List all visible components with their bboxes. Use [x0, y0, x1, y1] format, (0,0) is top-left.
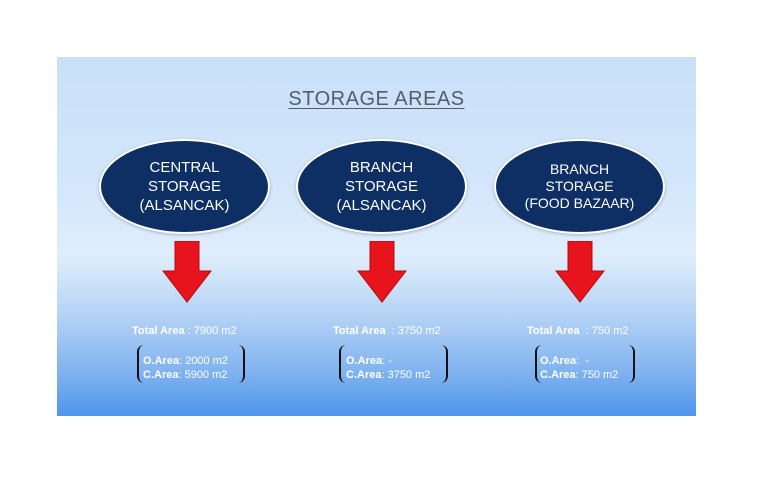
node-line: (ALSANCAK) — [139, 197, 230, 214]
central-area-breakdown: O.Area: 2000 m2 C.Area: 5900 m2 — [143, 354, 228, 382]
slide-canvas: STORAGE AREAS CENTRAL STORAGE (ALSANCAK)… — [57, 57, 696, 416]
arrow-down-icon — [162, 241, 212, 303]
node-line: (FOOD BAZAAR) — [524, 195, 635, 211]
total-area-value: : 3750 m2 — [385, 325, 441, 337]
closed-area-value: : 3750 m2 — [381, 369, 431, 381]
total-area-label: Total Area — [333, 325, 386, 337]
total-area-label: Total Area — [527, 325, 580, 337]
total-area-value: : 750 m2 — [579, 325, 629, 337]
open-area-value: : 2000 m2 — [179, 355, 228, 367]
node-line: STORAGE — [147, 178, 222, 195]
area-bracket — [535, 345, 635, 383]
node-line: STORAGE — [545, 178, 614, 194]
branch-alsancak-total-area: Total Area : 3750 m2 — [333, 325, 441, 337]
branch-alsancak-area-breakdown: O.Area: - C.Area: 3750 m2 — [346, 354, 430, 382]
node-line: (ALSANCAK) — [336, 197, 427, 214]
branch-storage-alsancak-node: BRANCH STORAGE (ALSANCAK) — [296, 139, 467, 234]
node-line: STORAGE — [344, 178, 419, 195]
total-area-value: : 7900 m2 — [187, 325, 237, 337]
open-area-value: : - — [576, 355, 589, 367]
branch-storage-food-bazaar-node: BRANCH STORAGE (FOOD BAZAAR) — [494, 139, 665, 234]
central-storage-node: CENTRAL STORAGE (ALSANCAK) — [99, 139, 270, 234]
open-area-value: : - — [382, 355, 392, 367]
closed-area-value: : 750 m2 — [575, 369, 619, 381]
open-area-label: O.Area — [143, 355, 180, 367]
page-title: STORAGE AREAS — [288, 88, 465, 110]
node-line: BRANCH — [549, 161, 610, 177]
branch-food-bazaar-area-breakdown: O.Area: - C.Area: 750 m2 — [540, 354, 618, 382]
open-area-label: O.Area — [346, 355, 383, 367]
closed-area-label: C.Area — [346, 369, 382, 381]
arrow-down-icon — [357, 241, 407, 303]
central-total-area: Total Area : 7900 m2 — [132, 325, 237, 337]
open-area-label: O.Area — [540, 355, 577, 367]
arrow-down-icon — [555, 241, 605, 303]
area-bracket — [137, 345, 245, 383]
area-bracket — [339, 345, 448, 383]
branch-food-bazaar-total-area: Total Area : 750 m2 — [527, 325, 629, 337]
closed-area-label: C.Area — [143, 369, 179, 381]
closed-area-label: C.Area — [540, 369, 576, 381]
node-line: CENTRAL — [149, 159, 220, 176]
closed-area-value: : 5900 m2 — [178, 369, 228, 381]
node-line: BRANCH — [349, 159, 414, 176]
total-area-label: Total Area — [132, 325, 185, 337]
